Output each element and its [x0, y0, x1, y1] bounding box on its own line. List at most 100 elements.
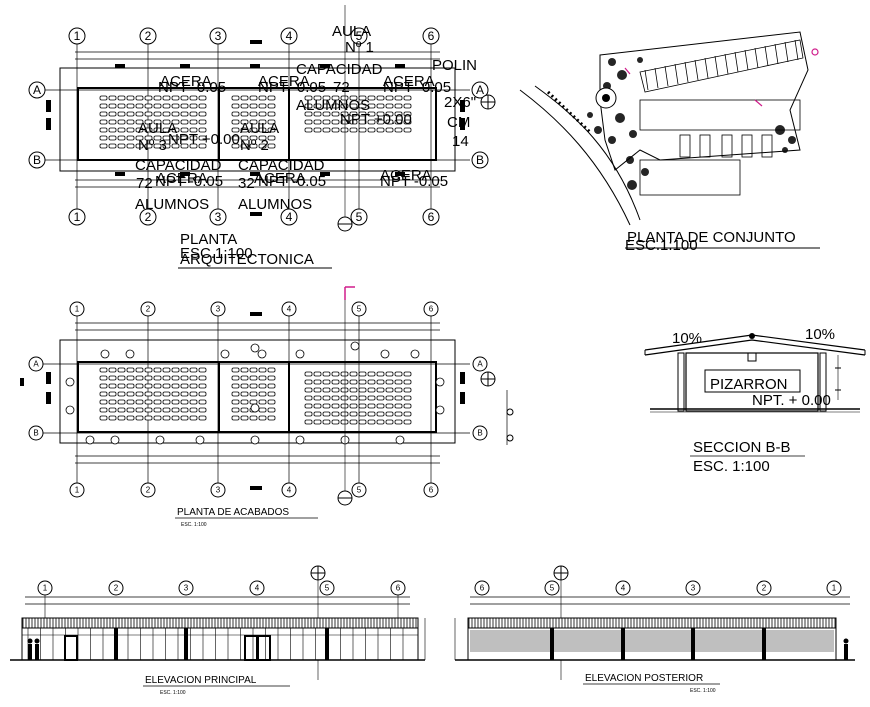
- desk: [135, 119, 144, 125]
- desk: [267, 407, 276, 413]
- desk: [108, 391, 117, 397]
- desk: [162, 367, 171, 373]
- desk: [240, 111, 249, 117]
- svg-text:A: A: [33, 360, 39, 369]
- desk: [108, 383, 117, 389]
- desk: [258, 375, 267, 381]
- desk: [108, 143, 117, 149]
- svg-text:5: 5: [356, 210, 363, 224]
- svg-text:72: 72: [333, 79, 350, 96]
- desk: [108, 415, 117, 421]
- desk: [231, 143, 240, 149]
- svg-text:A: A: [477, 360, 483, 369]
- desk: [322, 379, 331, 385]
- desk: [322, 395, 331, 401]
- svg-text:B: B: [33, 153, 41, 167]
- desk: [258, 415, 267, 421]
- desk: [313, 411, 322, 417]
- svg-text:ACERA: ACERA: [383, 73, 435, 90]
- desk: [249, 391, 258, 397]
- desk: [135, 415, 144, 421]
- finish-tag-icon: [350, 341, 360, 351]
- desk: [198, 95, 207, 101]
- svg-text:6: 6: [429, 305, 434, 314]
- section-b-b: 10% 10% PIZARRON NPT. + 0.00 SECCION B-B…: [644, 326, 866, 475]
- desk: [144, 111, 153, 117]
- desk: [240, 127, 249, 133]
- desk: [331, 119, 340, 125]
- desk: [153, 95, 162, 101]
- desk: [99, 95, 108, 101]
- desk: [240, 103, 249, 109]
- desk: [340, 411, 349, 417]
- desk: [180, 415, 189, 421]
- rear-fascia-hatch: [468, 618, 836, 628]
- desk: [198, 383, 207, 389]
- desk: [162, 399, 171, 405]
- desk: [126, 95, 135, 101]
- column: [550, 628, 554, 660]
- desk: [358, 95, 367, 101]
- desk: [117, 383, 126, 389]
- desk: [144, 399, 153, 405]
- desk: [171, 103, 180, 109]
- desk: [99, 415, 108, 421]
- desk: [144, 391, 153, 397]
- svg-text:NPT -0.05: NPT -0.05: [155, 173, 223, 190]
- desk: [358, 111, 367, 117]
- desk: [153, 415, 162, 421]
- desk: [117, 103, 126, 109]
- desk: [403, 111, 412, 117]
- desk: [331, 111, 340, 117]
- svg-text:2: 2: [114, 584, 119, 593]
- desk: [180, 383, 189, 389]
- desk: [267, 135, 276, 141]
- section-slope-left: 10%: [672, 330, 702, 347]
- svg-text:B: B: [33, 429, 38, 438]
- desk: [403, 95, 412, 101]
- rear-elevation-scale: ESC. 1:100: [690, 688, 716, 694]
- desk: [249, 127, 258, 133]
- desk: [403, 387, 412, 393]
- svg-text:14: 14: [452, 133, 469, 150]
- desk: [349, 119, 358, 125]
- desk: [231, 407, 240, 413]
- desk: [249, 375, 258, 381]
- rear-elevation: 6 5 4 3 2 1 ELEVACION POSTERIOR ESC. 1:1…: [454, 565, 855, 694]
- desk: [322, 411, 331, 417]
- desk: [322, 119, 331, 125]
- desk: [322, 95, 331, 101]
- svg-text:3: 3: [216, 305, 221, 314]
- desk: [358, 419, 367, 425]
- desk: [331, 387, 340, 393]
- desk: [153, 407, 162, 413]
- desk: [394, 387, 403, 393]
- front-axis-bubbles: 1 2 3 4 5 6: [37, 580, 406, 596]
- desk: [403, 379, 412, 385]
- desk: [394, 379, 403, 385]
- desk: [126, 367, 135, 373]
- desk: [117, 119, 126, 125]
- svg-text:ALUMNOS: ALUMNOS: [296, 97, 370, 114]
- desk: [304, 371, 313, 377]
- section-slope-right: 10%: [805, 326, 835, 343]
- desk: [367, 119, 376, 125]
- desk: [117, 95, 126, 101]
- front-windows: [22, 628, 418, 660]
- desk: [180, 367, 189, 373]
- desk: [249, 143, 258, 149]
- finishes-section-marker-icon: [337, 286, 514, 506]
- desk: [135, 95, 144, 101]
- svg-text:6: 6: [396, 584, 401, 593]
- finishes-axis-bubbles-top: 1 2 3 4 5 6: [69, 301, 439, 317]
- svg-text:ACERA: ACERA: [160, 73, 212, 90]
- desk: [99, 127, 108, 133]
- section-level: NPT. + 0.00: [752, 392, 831, 409]
- desk: [331, 371, 340, 377]
- svg-text:3: 3: [184, 584, 189, 593]
- desk: [367, 419, 376, 425]
- desk: [367, 395, 376, 401]
- desk: [144, 367, 153, 373]
- desk: [189, 95, 198, 101]
- svg-text:AULA: AULA: [240, 120, 279, 137]
